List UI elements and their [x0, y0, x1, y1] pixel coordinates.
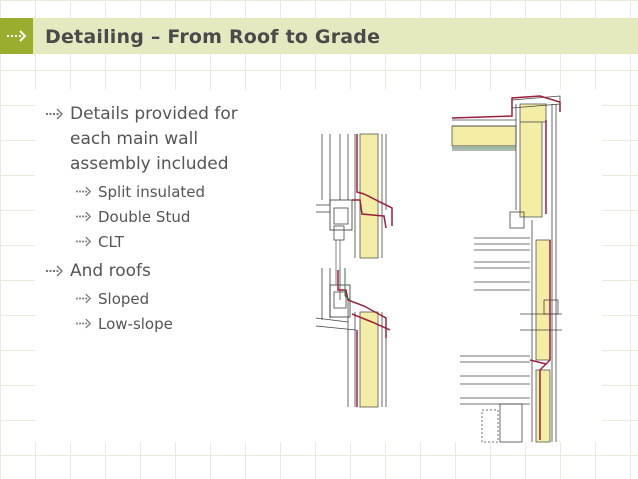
bullet-item: Details provided for each main wall asse… [46, 102, 276, 177]
bullet-list: Details provided for each main wall asse… [46, 102, 276, 337]
slide-title: Detailing – From Roof to Grade [45, 26, 381, 48]
membrane-line [337, 134, 393, 407]
dotted-arrow-icon [46, 108, 63, 120]
sub-bullet-text: Double Stud [98, 208, 191, 226]
dotted-arrow-icon [46, 265, 63, 277]
dotted-arrow-icon [76, 186, 92, 197]
sub-bullet-item: Low-slope [76, 312, 276, 337]
insulation-fill [519, 121, 543, 218]
membrane-line [451, 95, 561, 440]
bullet-item: And roofs [46, 259, 276, 284]
bullet-text: And roofs [70, 261, 151, 281]
insulation-fill [535, 369, 551, 443]
bullet-text: Details provided for each main wall asse… [70, 104, 238, 174]
dotted-arrow-icon [76, 211, 92, 222]
sub-bullet-text: Split insulated [98, 183, 206, 201]
sub-bullet-text: Sloped [98, 290, 150, 308]
dotted-arrow-icon [6, 30, 26, 42]
sub-bullet-text: Low-slope [98, 315, 173, 333]
header-bar: Detailing – From Roof to Grade [0, 18, 638, 54]
sub-bullet-item: CLT [76, 230, 276, 255]
insulation-fill [359, 311, 379, 408]
sub-bullet-item: Double Stud [76, 205, 276, 230]
sub-bullet-text: CLT [98, 233, 124, 251]
insulation-fill [451, 125, 517, 147]
sub-bullet-item: Split insulated [76, 180, 276, 205]
window-detail-drawing [315, 133, 387, 408]
dotted-arrow-icon [76, 293, 92, 304]
dotted-arrow-icon [76, 236, 92, 247]
content-panel [35, 90, 602, 442]
dotted-arrow-icon [76, 318, 92, 329]
sub-bullet-item: Sloped [76, 287, 276, 312]
air-barrier-line [344, 268, 351, 301]
header-icon-box [0, 18, 33, 54]
